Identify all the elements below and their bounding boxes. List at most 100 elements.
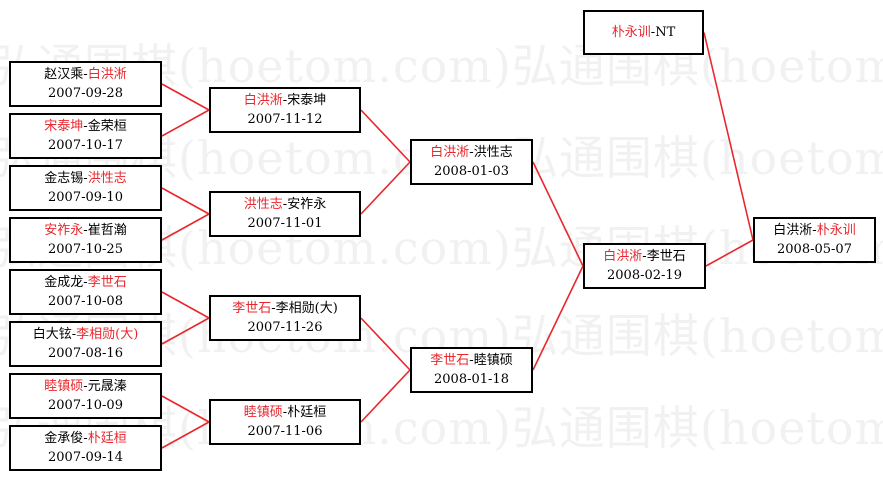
match-box-r1-6: 白大铉-李相勋(大) 2007-08-16 [9,321,162,367]
match-date: 2007-11-26 [247,320,323,335]
match-date: 2007-11-01 [247,216,323,231]
match-date: 2007-09-10 [48,190,123,205]
match-players: 白大铉-李相勋(大) [33,325,139,344]
player-separator: - [282,405,288,420]
connector-r1-5-to-r2-3 [161,291,210,319]
connector-r1-7-to-r2-4 [161,395,210,423]
match-players: 朴永训-NT [612,23,675,42]
connector-r2-2-to-r3-1 [360,161,411,215]
player-separator: - [71,327,77,342]
match-players: 金成龙-李世石 [44,273,126,292]
match-players: 洪性志-安祚永 [244,195,326,214]
connector-r3-2-to-r4-1 [532,265,584,371]
player-two: 金荣桓 [87,119,127,134]
player-two: 崔哲瀚 [87,223,127,238]
player-two: 洪性志 [87,171,127,186]
player-one: 安祚永 [44,223,84,238]
match-date: 2007-10-17 [48,138,123,153]
player-two: 安祚永 [287,197,327,212]
match-players: 睦镇硕-朴廷桓 [244,403,326,422]
player-two: 李世石 [646,249,686,264]
player-one: 李世石 [430,353,470,368]
player-one: 白洪淅 [430,145,470,160]
match-box-r1-4: 安祚永-崔哲瀚 2007-10-25 [9,217,162,263]
player-separator: - [642,249,647,264]
match-box-final: 白洪淅-朴永训 2008-05-07 [753,217,876,263]
player-two: 睦镇硕 [473,353,513,368]
player-separator: - [83,431,88,446]
player-separator: - [83,379,88,394]
match-players: 白洪淅-朴永训 [773,221,855,240]
match-box-r2-4: 睦镇硕-朴廷桓 2007-11-06 [209,399,361,445]
match-box-seed: 朴永训-NT [583,10,704,55]
match-box-r2-2: 洪性志-安祚永 2007-11-01 [209,191,361,237]
match-date: 2007-10-08 [48,294,123,309]
player-two: NT [655,25,676,40]
player-two: 元晟溱 [87,379,127,394]
match-players: 宋泰坤-金荣桓 [44,117,126,136]
player-one: 金承俊 [44,431,84,446]
player-one: 洪性志 [243,197,283,212]
player-separator: - [83,275,88,290]
match-box-r1-2: 宋泰坤-金荣桓 2007-10-17 [9,113,162,159]
player-one: 金成龙 [44,275,84,290]
player-one: 赵汉乘 [44,67,84,82]
connector-r2-3-to-r3-2 [360,317,411,371]
player-one: 睦镇硕 [243,405,283,420]
connector-r2-4-to-r3-2 [360,369,411,423]
match-players: 赵汉乘-白洪淅 [44,65,126,84]
match-box-r1-3: 金志锡-洪性志 2007-09-10 [9,165,162,211]
player-two: 朴永训 [816,223,856,238]
player-separator: - [650,25,656,40]
match-players: 白洪淅-洪性志 [430,143,512,162]
connector-r1-4-to-r2-2 [161,213,210,241]
player-two: 李相勋(大) [76,327,139,342]
player-separator: - [83,67,88,82]
player-one: 白洪淅 [243,93,283,108]
player-separator: - [469,145,474,160]
player-two: 朴廷桓 [87,431,127,446]
match-date: 2008-02-19 [607,268,682,283]
player-separator: - [812,223,817,238]
connector-r2-1-to-r3-1 [360,109,411,163]
match-box-r4-1: 白洪淅-李世石 2008-02-19 [583,243,706,289]
player-separator: - [83,223,88,238]
match-box-r1-5: 金成龙-李世石 2007-10-08 [9,269,162,315]
match-players: 睦镇硕-元晟溱 [44,377,126,396]
player-one: 睦镇硕 [44,379,84,394]
match-players: 白洪淅-宋泰坤 [244,91,326,110]
connector-r1-6-to-r2-3 [161,317,210,345]
connector-r3-1-to-r4-1 [532,161,584,267]
player-two: 李世石 [87,275,127,290]
match-players: 金志锡-洪性志 [44,169,126,188]
match-players: 金承俊-朴廷桓 [44,429,126,448]
connector-r4-1-to-final [705,239,754,267]
match-date: 2008-05-07 [777,242,852,257]
player-separator: - [271,301,276,316]
match-players: 安祚永-崔哲瀚 [44,221,126,240]
match-date: 2007-10-25 [48,242,123,257]
match-date: 2007-09-28 [48,86,123,101]
connector-r1-1-to-r2-1 [161,83,210,111]
match-date: 2007-10-09 [48,398,123,413]
player-one: 白大铉 [32,327,72,342]
match-date: 2007-11-06 [247,424,323,439]
match-players: 白洪淅-李世石 [603,247,685,266]
player-one: 李世石 [232,301,272,316]
player-one: 宋泰坤 [44,119,84,134]
connector-r1-8-to-r2-4 [161,421,210,449]
match-date: 2007-08-16 [48,346,123,361]
player-one: 白洪淅 [773,223,813,238]
match-players: 李世石-李相勋(大) [232,299,338,318]
player-separator: - [282,197,288,212]
player-two: 宋泰坤 [287,93,327,108]
player-separator: - [282,93,288,108]
player-separator: - [83,171,88,186]
match-date: 2007-11-12 [247,112,323,127]
player-two: 李相勋(大) [275,301,338,316]
match-box-r2-3: 李世石-李相勋(大) 2007-11-26 [209,295,361,341]
